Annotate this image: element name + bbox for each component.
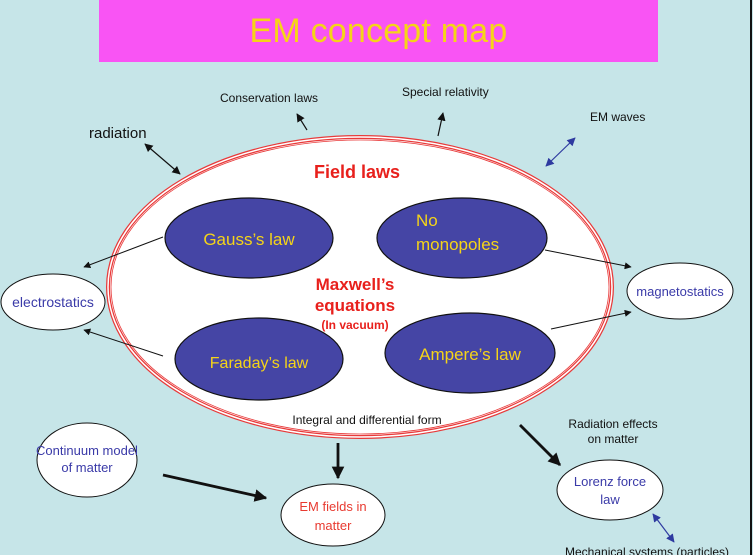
integral-differential-form-label: Integral and differential form [292,413,441,427]
gauss-law-node[interactable]: Gauss’s law [164,197,334,279]
lorenz-force-law-node[interactable]: Lorenz force law [556,459,664,521]
em-fields-in-matter-node[interactable]: EM fields in matter [280,483,386,547]
magnetostatics-node[interactable]: magnetostatics [626,262,734,320]
ampere-to-magnetostatics-arrow [550,309,632,330]
radiation-label: radiation [89,125,147,142]
no-monopoles-node[interactable]: No monopoles [376,197,548,279]
radiation-effects-label-line1: Radiation effects [568,417,657,431]
ampere-law-label: Ampere’s law [419,345,521,364]
em-fields-label-line1: EM fields in [299,499,366,514]
magnetostatics-label: magnetostatics [636,284,724,299]
faraday-law-node[interactable]: Faraday’s law [174,317,344,401]
em-waves-label: EM waves [590,110,645,124]
continuum-model-node[interactable]: Continuum model of matter [36,422,138,498]
mechanical-systems-label: Mechanical systems (particles) [565,545,729,555]
radiation-effects-label-line2: on matter [588,432,639,446]
gauss-to-electrostatics-arrow [83,236,164,269]
special-relativity-arrow [437,112,446,137]
maxwell-equations-line2: equations [315,296,395,315]
continuum-model-label-line1: Continuum model [36,443,138,458]
radiation-arrow [144,143,181,175]
in-vacuum-note: (In vacuum) [321,318,388,332]
maxwell-equations-line1: Maxwell’s [316,275,395,294]
lorenz-mechanical-arrow [652,513,675,543]
radiation-effects-arrow [519,424,561,466]
continuum-to-em-fields-arrow [162,473,268,502]
special-relativity-label: Special relativity [402,85,489,99]
continuum-model-label-line2: of matter [61,460,113,475]
no-monopoles-label-line2: monopoles [416,235,499,254]
faraday-law-label: Faraday’s law [210,355,309,372]
ampere-law-node[interactable]: Ampere’s law [384,312,556,394]
page-title: EM concept map [249,11,508,50]
title-banner: EM concept map [99,0,658,62]
em-fields-label-line2: matter [315,518,353,533]
em-waves-arrow [545,137,576,167]
monopoles-to-magnetostatics-arrow [544,249,632,270]
conservation-laws-arrow [296,113,308,131]
field-laws-heading: Field laws [314,162,400,182]
faraday-to-electrostatics-arrow [83,328,164,357]
gauss-law-label: Gauss’s law [203,230,295,249]
lorenz-force-label-line2: law [600,492,620,507]
no-monopoles-label-line1: No [416,211,438,230]
electrostatics-label: electrostatics [12,294,94,310]
electrostatics-node[interactable]: electrostatics [0,273,106,331]
slide-border [750,0,752,555]
conservation-laws-label: Conservation laws [220,91,318,105]
lorenz-force-label-line1: Lorenz force [574,474,646,489]
